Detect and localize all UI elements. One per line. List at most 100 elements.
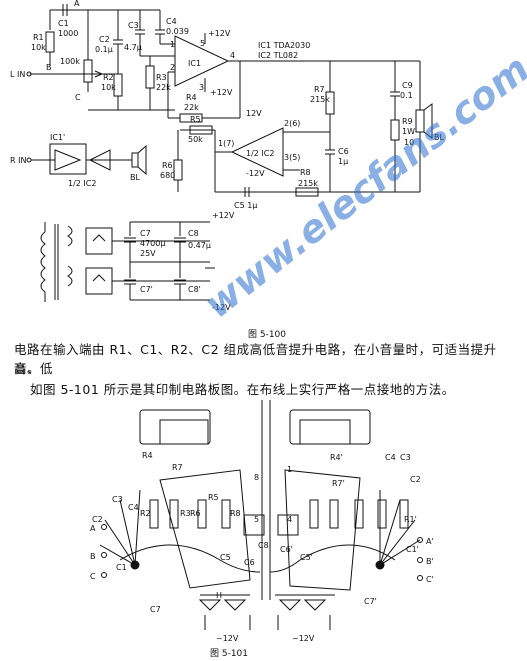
label-c7-value: 4700μ xyxy=(140,239,165,248)
label-pin4: 4 xyxy=(230,51,235,60)
pcb-label-c6p: C6' xyxy=(280,545,293,554)
label-r7-value: 215k xyxy=(310,95,330,104)
pcb-label-c2p: C2 xyxy=(410,475,421,484)
label-r1: R1 xyxy=(33,33,44,42)
label-c7: C7 xyxy=(140,229,151,238)
label-c3: C3 xyxy=(128,21,139,30)
figure-caption-5-100: 图 5-100 xyxy=(248,330,287,340)
pcb-label-r6: R6 xyxy=(190,509,201,518)
label-r8: R8 xyxy=(300,168,311,177)
pcb-label-c5: C5 xyxy=(220,553,231,562)
label-c2: C2 xyxy=(99,35,110,44)
pcb-label-c8: C8 xyxy=(258,541,269,550)
pcb-label-r1p: R1' xyxy=(404,515,417,524)
label-plus12v: +12V xyxy=(208,29,231,38)
label-psu-plus12v: +12V xyxy=(212,211,235,220)
pcb-label-r3: R3 xyxy=(180,509,191,518)
label-c1-value: 1000 xyxy=(58,29,78,38)
label-ic1-prime: IC1' xyxy=(50,133,65,142)
pcb-label-r4p: R4' xyxy=(330,453,343,462)
label-c2-value: 0.1μ xyxy=(95,45,113,54)
label-ic1-part: IC1 TDA2030 xyxy=(258,41,310,50)
label-r3: R3 xyxy=(156,73,167,82)
pcb-label-r4: R4 xyxy=(142,451,153,460)
pcb-label-a: A xyxy=(90,524,96,533)
label-r7: R7 xyxy=(314,85,325,94)
label-ic2-part: IC2 TL082 xyxy=(258,51,298,60)
label-r1-value: 10k xyxy=(31,43,46,52)
pcb-label-m12-right: ~12V xyxy=(292,634,315,643)
label-pin5: 5 xyxy=(200,39,205,48)
label-pin3: 3 xyxy=(199,83,204,92)
label-c7-prime: C7' xyxy=(140,285,153,294)
label-r4: R4 xyxy=(186,93,197,102)
paragraph-line-3: 如图 5-101 所示是其印制电路板图。在布线上实行严格一点接地的方法。 xyxy=(30,382,455,397)
pcb-label-c4p: C4 xyxy=(385,453,396,462)
pcb-label-bp: B' xyxy=(426,557,434,566)
label-r9-value2: 10 xyxy=(404,138,414,147)
pcb-label-rn1: 1 xyxy=(287,465,292,474)
pcb-label-c2: C2 xyxy=(92,515,103,524)
label-c6: C6 xyxy=(338,147,349,156)
label-ic2-half-left: 1/2 IC2 xyxy=(68,179,96,188)
pcb-label-n8: 8 xyxy=(254,473,259,482)
pcb-label-c7p: C7' xyxy=(364,597,377,606)
label-c9: C9 xyxy=(402,81,413,90)
label-c7-voltage: 25V xyxy=(140,249,156,258)
paragraph-line-1: 电路在输入端由 R1、C1、R2、C2 组成高低音提升电路，在小音量时，可适当提… xyxy=(14,342,497,376)
pcb-label-rn4: 4 xyxy=(287,515,292,524)
label-ic1: IC1 xyxy=(188,59,201,68)
label-c: C xyxy=(75,93,81,102)
label-plus12v-b: +12V xyxy=(210,88,233,97)
pcb-label-h: H xyxy=(216,591,222,600)
label-c5: C5 1μ xyxy=(234,201,257,210)
label-r9-value: 1W xyxy=(402,127,415,136)
label-r8-value: 215k xyxy=(298,179,318,188)
pcb-label-c5p: C5' xyxy=(300,553,313,562)
label-psu-minus12v: -12V xyxy=(212,303,231,312)
pcb-label-c1: C1 xyxy=(116,563,127,572)
pcb-label-c1p: C1' xyxy=(406,545,419,554)
pcb-label-r5: R5 xyxy=(208,493,219,502)
label-pin1: 1 xyxy=(170,40,175,49)
figure-caption-5-101: 图 5-101 xyxy=(210,649,249,659)
pcb-label-c: C xyxy=(90,572,96,581)
label-12v: 12V xyxy=(246,109,262,118)
pcb-label-r2: R2 xyxy=(140,509,151,518)
label-c4: C4 xyxy=(166,17,177,26)
pcb-label-c6: C6 xyxy=(244,558,255,567)
label-r6: R6 xyxy=(162,161,173,170)
pcb-label-r7p: R7' xyxy=(332,479,345,488)
label-pot: 100k xyxy=(60,57,80,66)
label-bl-left: BL xyxy=(130,173,140,182)
label-r9: R9 xyxy=(402,117,413,126)
label-c9-value: 0.1 xyxy=(400,91,413,100)
label-r2: R2 xyxy=(103,73,114,82)
label-pin26: 2(6) xyxy=(284,119,300,128)
label-pin35: 3(5) xyxy=(284,153,300,162)
label-r6-value: 680 xyxy=(160,171,175,180)
label-r2-value: 10k xyxy=(101,83,116,92)
pcb-label-c4: C4 xyxy=(128,503,139,512)
pcb-label-c7: C7 xyxy=(150,605,161,614)
label-minus12v: -12V xyxy=(246,169,265,178)
label-bl-right: BL xyxy=(434,133,444,142)
pcb-label-c3p: C3 xyxy=(400,453,411,462)
pcb-layout xyxy=(99,400,423,630)
label-c8: C8 xyxy=(188,229,199,238)
pcb-label-m12-left: ~12V xyxy=(216,634,239,643)
label-c8-prime: C8' xyxy=(188,285,201,294)
label-pin2: 2 xyxy=(170,63,175,72)
pcb-label-c3: C3 xyxy=(112,495,123,504)
label-lin: L IN xyxy=(10,70,25,79)
pcb-label-r7: R7 xyxy=(172,463,183,472)
label-r5: R5 xyxy=(190,115,201,124)
label-c4-value: 0.039 xyxy=(166,27,189,36)
label-r4-value: 22k xyxy=(184,103,199,112)
label-c6-value: 1μ xyxy=(338,157,348,166)
label-rin: R IN xyxy=(10,156,26,165)
pcb-label-b: B xyxy=(90,552,96,561)
pcb-label-r8: R8 xyxy=(230,509,241,518)
label-r5-value: 50k xyxy=(188,135,203,144)
label-b: B xyxy=(46,63,52,72)
